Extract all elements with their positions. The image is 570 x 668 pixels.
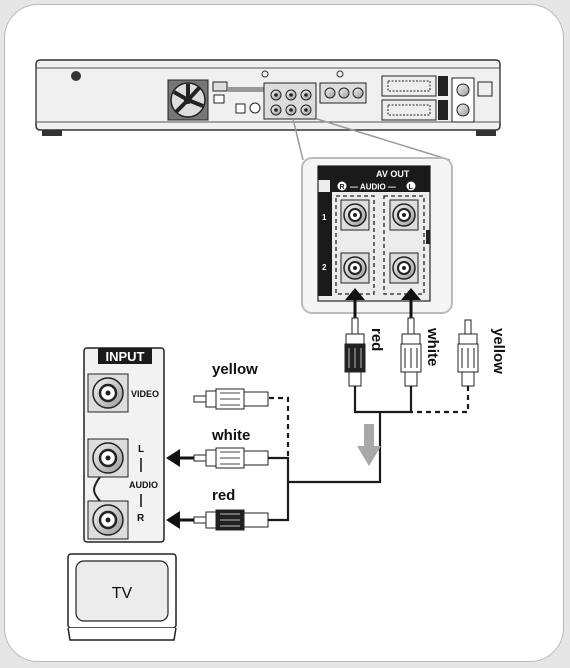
input-video-jack [87,373,129,413]
av-out-jack-l2 [389,252,419,284]
plug-white-horizontal [193,447,269,469]
av-out-jack-r2 [340,252,370,284]
audio-label: — AUDIO — [350,183,396,192]
arrow-left-icons [166,449,194,529]
fan-icon [167,79,209,121]
antenna-jacks [451,77,493,123]
label-yellow-vertical: yellow [490,328,507,374]
av-out-jack-l1 [389,199,419,231]
input-audio-r-jack [87,500,129,540]
scart-connectors [381,75,448,121]
plug-red-horizontal [193,509,269,531]
input-r-label: R [137,513,145,524]
plug-white-vertical [400,317,422,387]
label-white-vertical: white [424,327,441,366]
video-cable-unused [268,386,470,456]
label-red-horizontal: red [212,487,235,504]
plug-red-vertical [344,317,366,387]
arrow-up-icons [345,288,421,318]
row-1-label: 1 [322,213,327,222]
audio-cable [268,386,413,522]
av-out-header [318,166,430,180]
input-l-label: L [138,444,144,455]
input-title: INPUT [106,349,145,364]
label-white-horizontal: white [211,427,250,444]
recorder-rear-panel [35,59,501,136]
label-yellow-horizontal: yellow [212,361,258,378]
input-audio-label: AUDIO [129,480,158,490]
rear-av-jacks [270,82,367,116]
row-2-label: 2 [322,263,327,272]
av-out-zoom-panel: AV OUT R — AUDIO — L 1 2 [301,157,453,314]
optical-port-icon [235,103,246,114]
av-out-title: AV OUT [376,169,410,179]
input-video-label: VIDEO [131,389,159,399]
tv-label: TV [112,585,133,602]
input-audio-l-jack [87,438,129,478]
power-jack-icon [71,71,81,81]
av-out-jack-r1 [340,199,370,231]
audio-left-mark: L [409,184,414,191]
plug-yellow-vertical [457,319,479,387]
plug-yellow-horizontal [193,388,269,410]
label-red-vertical: red [368,328,385,351]
tv-input-panel: INPUT VIDEO L AUDIO R [83,347,165,543]
signal-arrow-icon [357,424,381,466]
tv-icon: TV [67,553,177,641]
audio-right-mark: R [340,184,345,191]
